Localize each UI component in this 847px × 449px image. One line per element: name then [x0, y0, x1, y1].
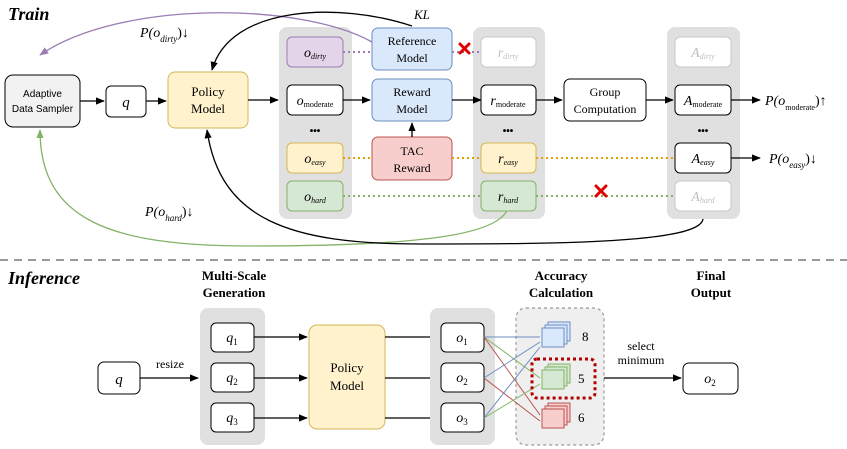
svg-text:Amoderate: Amoderate: [683, 94, 723, 109]
score-3: 6: [578, 410, 585, 425]
minimum-highlight: [530, 357, 597, 400]
svg-text:Adaptive: Adaptive: [23, 89, 62, 100]
svg-text:oeasy: oeasy: [304, 152, 326, 167]
outputs-ellipsis: •••: [310, 126, 321, 137]
select-label: select: [627, 339, 655, 353]
rewards-ellipsis: •••: [503, 126, 514, 137]
svg-text:Reward: Reward: [393, 161, 430, 175]
svg-text:rdirty: rdirty: [498, 46, 519, 61]
svg-text:reasy: reasy: [498, 152, 518, 167]
svg-text:o3: o3: [456, 411, 468, 427]
score-1: 8: [582, 329, 589, 344]
resize-label: resize: [156, 357, 184, 371]
cross-icon-dirty: [458, 42, 471, 55]
accuracy-stack-2: [541, 363, 571, 390]
multiscale-heading-1: Multi-Scale: [202, 268, 266, 283]
multiscale-heading-2: Generation: [203, 285, 267, 300]
accuracy-heading-2: Calculation: [529, 285, 594, 300]
final-heading-1: Final: [697, 268, 726, 283]
policy-model-inference: [308, 324, 386, 430]
p-easy-label: P(oeasy)↓: [768, 152, 817, 170]
svg-text:q3: q3: [226, 411, 238, 427]
train-title: Train: [8, 4, 49, 24]
r-dirty-box: [480, 36, 537, 68]
policy-update-curve: [204, 129, 704, 245]
svg-text:omoderate: omoderate: [297, 94, 334, 109]
svg-text:rhard: rhard: [498, 190, 519, 205]
p-dirty-label: P(odirty)↓: [139, 26, 189, 44]
svg-text:Aeasy: Aeasy: [691, 152, 715, 167]
score-2: 5: [578, 371, 585, 386]
svg-text:Reward: Reward: [393, 85, 430, 99]
svg-text:q2: q2: [226, 371, 238, 387]
svg-text:Model: Model: [191, 101, 225, 116]
a-hard-box: [674, 180, 732, 212]
svg-text:o2: o2: [704, 372, 716, 388]
hard-feedback-curve: [36, 129, 509, 247]
svg-text:o1: o1: [456, 331, 468, 347]
svg-text:Computation: Computation: [574, 102, 637, 116]
adaptive-data-sampler: [4, 74, 81, 128]
reference-model: [371, 27, 453, 71]
a-dirty-box: [674, 36, 732, 68]
svg-text:Group: Group: [590, 85, 621, 99]
p-moderate-label: P(omoderate)↑: [764, 94, 827, 112]
svg-text:rmoderate: rmoderate: [490, 94, 526, 109]
svg-text:o2: o2: [456, 371, 468, 387]
final-heading-2: Output: [691, 285, 732, 300]
svg-text:Reference: Reference: [388, 34, 437, 48]
svg-text:TAC: TAC: [400, 144, 423, 158]
final-output-box: [682, 362, 739, 395]
svg-text:Adirty: Adirty: [690, 46, 715, 61]
svg-text:Data Sampler: Data Sampler: [12, 104, 74, 115]
minimum-label: minimum: [618, 353, 665, 367]
svg-text:Model: Model: [330, 378, 364, 393]
svg-text:q1: q1: [226, 331, 238, 347]
r-easy-box: [480, 142, 537, 174]
inference-title: Inference: [7, 268, 80, 288]
kl-curve: [210, 11, 413, 71]
svg-text:Policy: Policy: [191, 84, 225, 99]
accuracy-heading-1: Accuracy: [535, 268, 588, 283]
cross-icon-hard: [594, 184, 608, 198]
policy-model-train: [167, 71, 249, 129]
svg-text:Policy: Policy: [330, 360, 364, 375]
svg-text:q: q: [115, 372, 123, 388]
svg-text:Model: Model: [396, 51, 428, 65]
svg-text:ohard: ohard: [304, 190, 327, 205]
p-hard-label: P(ohard)↓: [144, 205, 194, 223]
advantages-ellipsis: •••: [698, 126, 709, 137]
svg-text:odirty: odirty: [304, 46, 327, 61]
kl-label: KL: [413, 7, 430, 22]
r-hard-box: [480, 180, 537, 212]
accuracy-stack-1: [541, 321, 571, 348]
dirty-feedback-curve: [39, 12, 373, 56]
accuracy-stack-3: [541, 402, 571, 429]
svg-text:q: q: [122, 95, 130, 111]
svg-text:Ahard: Ahard: [690, 190, 715, 205]
svg-text:Model: Model: [396, 102, 428, 116]
pairwise-comparison-lines: [483, 336, 541, 422]
